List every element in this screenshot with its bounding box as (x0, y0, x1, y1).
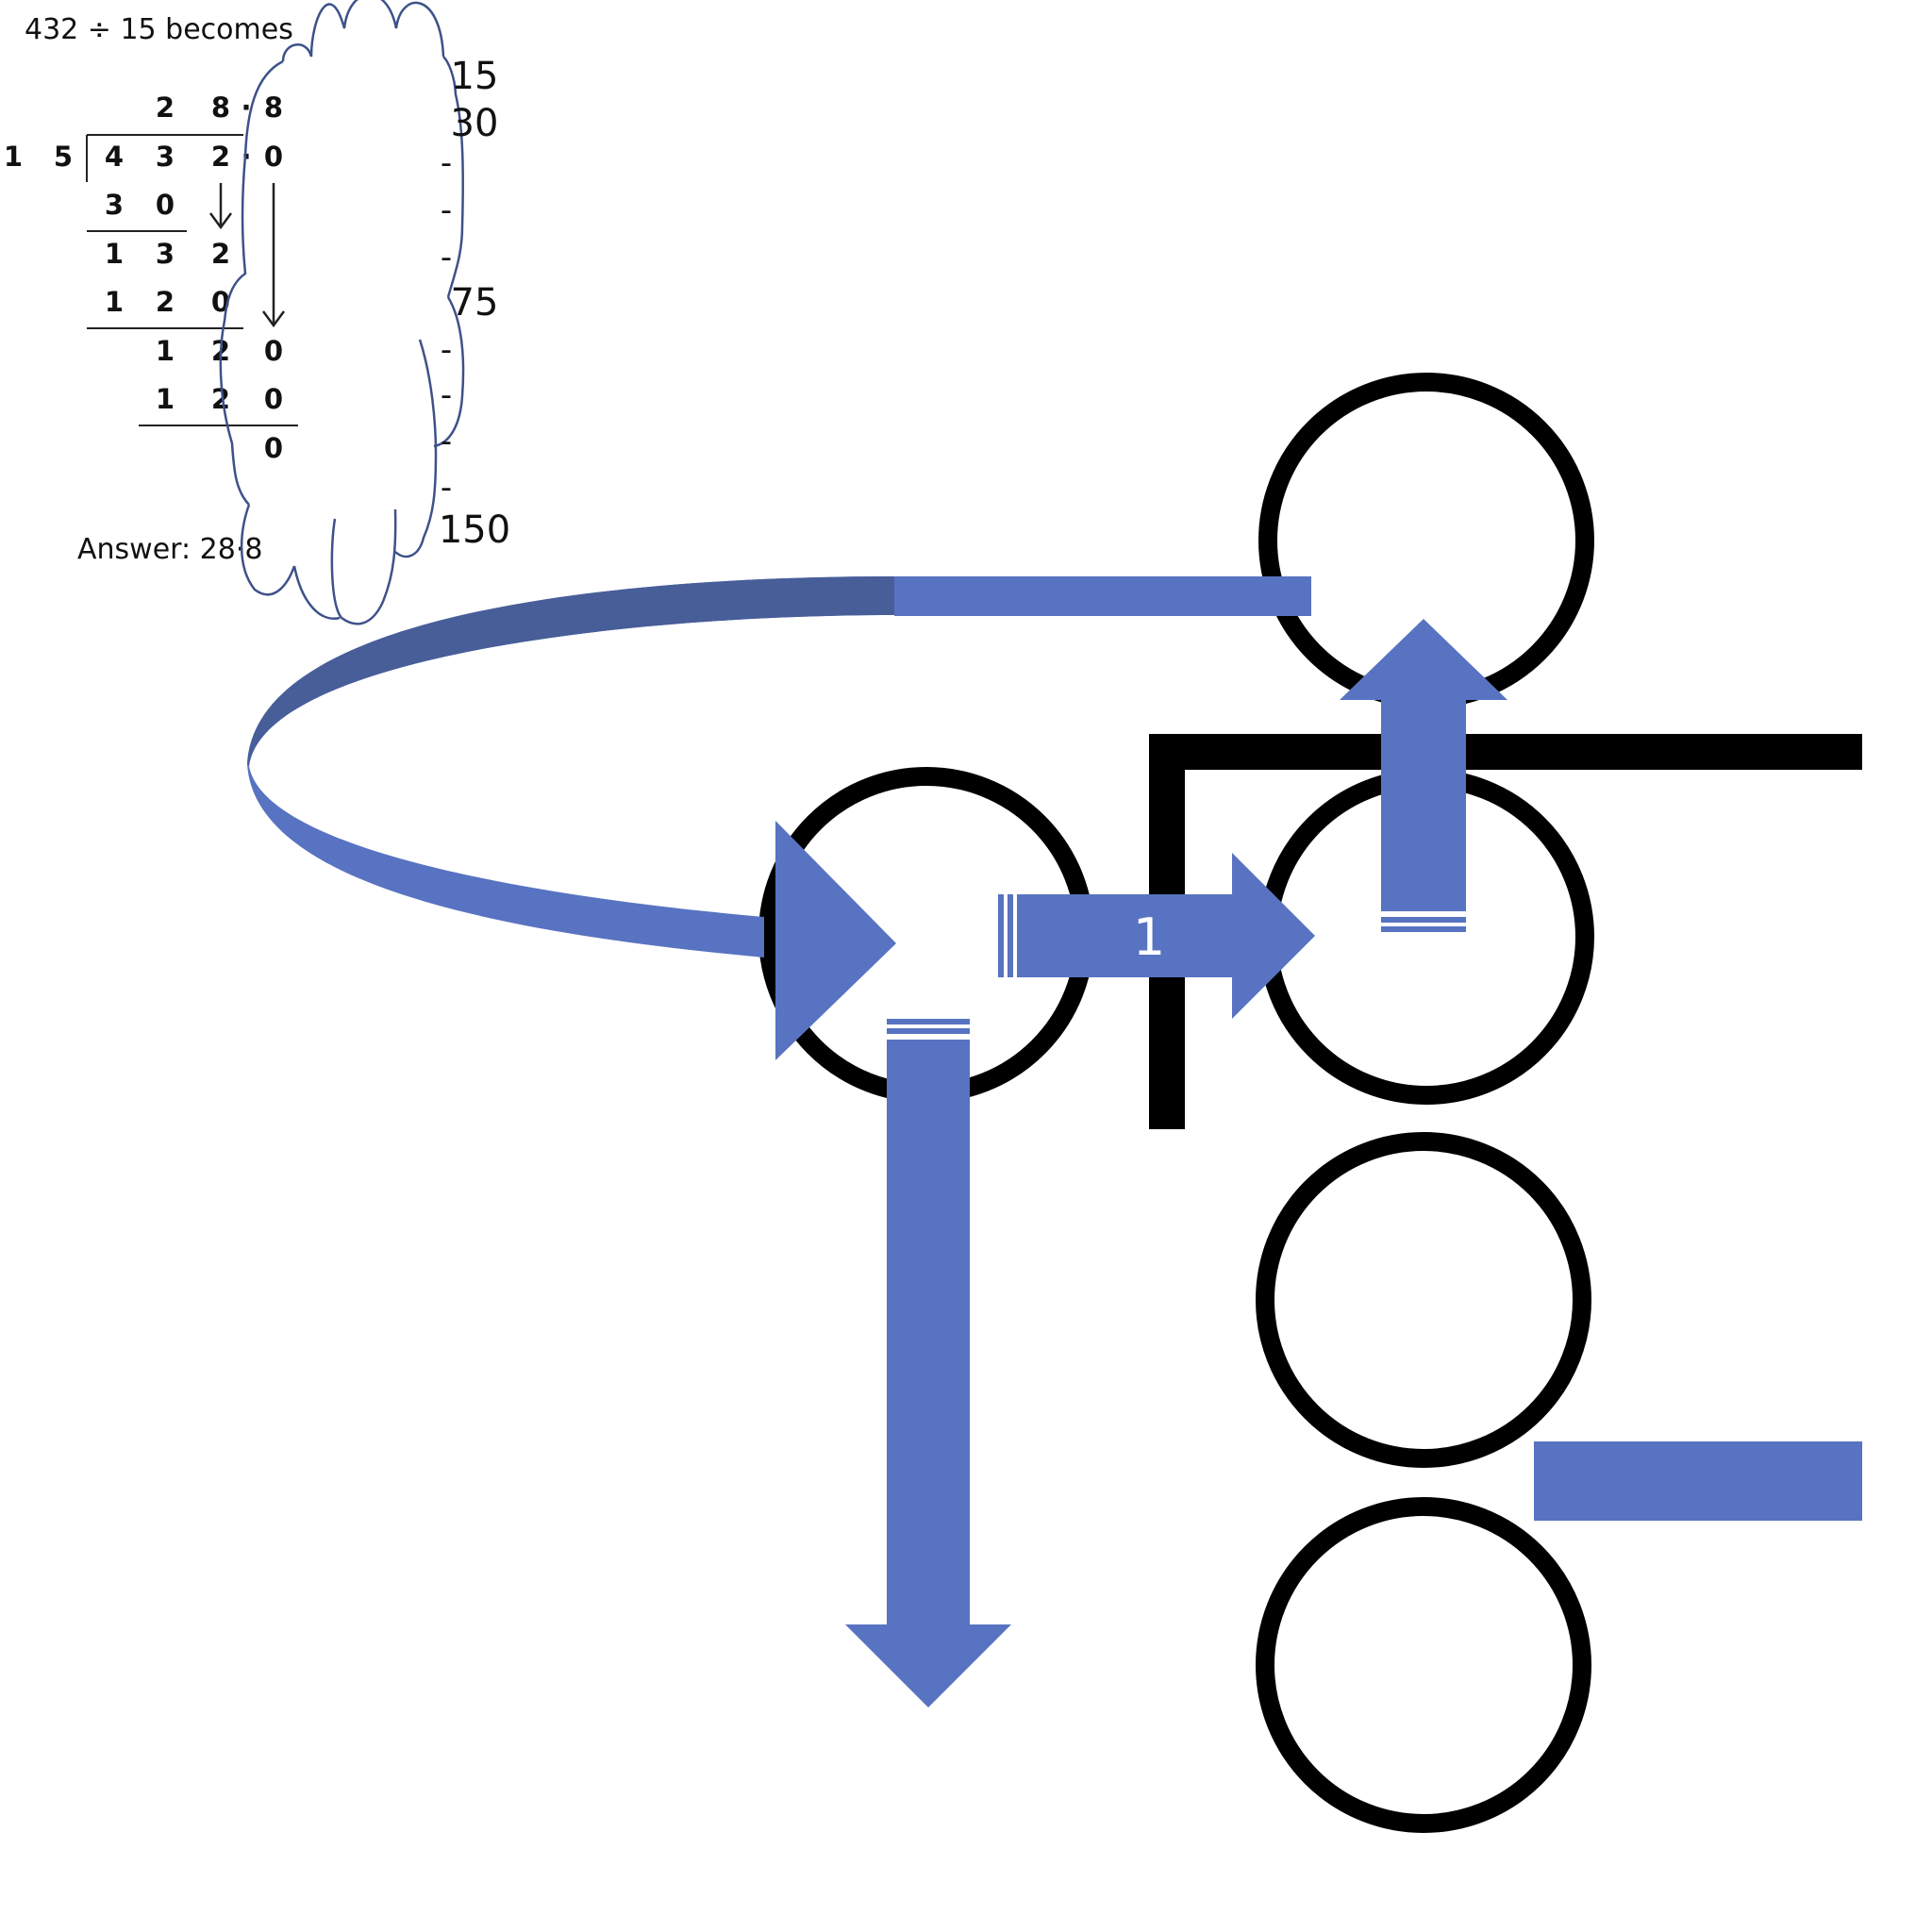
arrow-label: 1 (1133, 908, 1165, 967)
remainder-digit: 0 (264, 432, 283, 464)
multiple-75: 75 (451, 281, 499, 325)
quotient-point: · (241, 92, 251, 124)
answer-text: Answer: 28·8 (77, 533, 262, 566)
down-arrow (845, 1019, 1011, 1707)
quotient-digit: 8 (211, 92, 230, 124)
multiple-30: 30 (451, 102, 499, 145)
cloud-multiples: 15 30 - - - 75 - - - - 150 (439, 55, 510, 552)
problem-title: 432 ÷ 15 becomes (25, 13, 293, 46)
step-digit: 1 (156, 383, 175, 415)
division-frame-top (1149, 734, 1862, 770)
long-division: 2 8 · 8 1 5 4 3 2 · 0 3 0 1 3 2 1 2 (4, 92, 298, 464)
working-circle (1256, 1132, 1591, 1468)
multiple-dash: - (441, 239, 452, 276)
quotient-digit: 8 (264, 92, 283, 124)
multiple-15: 15 (451, 55, 499, 98)
loop-arrow-top-bar (894, 576, 1311, 616)
dividend-digit: 2 (211, 141, 230, 173)
step-digit: 0 (264, 335, 283, 367)
loop-arrowhead (775, 821, 896, 1060)
dividend-digit: 4 (105, 141, 124, 173)
divisor-digit: 1 (4, 141, 23, 173)
working-circle (1256, 1497, 1591, 1833)
loop-arrow-upper-shade (247, 576, 896, 766)
multiple-dash: - (441, 423, 452, 460)
step-digit: 1 (105, 286, 124, 318)
bring-down-arrow (208, 183, 233, 230)
dividend-digit: 3 (156, 141, 175, 173)
step-digit: 2 (211, 383, 230, 415)
quotient-digit: 2 (156, 92, 175, 124)
step-digit: 1 (156, 335, 175, 367)
multiple-dash: - (441, 469, 452, 507)
step-digit: 0 (156, 189, 175, 221)
up-arrow (1340, 619, 1507, 932)
step-digit: 2 (156, 286, 175, 318)
step-digit: 0 (264, 383, 283, 415)
multiple-dash: - (441, 331, 452, 369)
multiple-dash: - (441, 376, 452, 414)
loop-arrow-band (247, 576, 896, 958)
answer-bar (1534, 1441, 1862, 1521)
divisor-digit: 5 (54, 141, 73, 173)
thought-cloud (219, 0, 465, 625)
multiple-150: 150 (439, 508, 510, 552)
multiple-dash: - (441, 144, 452, 182)
right-arrow (998, 853, 1315, 1019)
step-digit: 3 (105, 189, 124, 221)
bring-down-arrow (261, 183, 286, 328)
step-digit: 3 (156, 238, 175, 270)
multiple-dash: - (441, 192, 452, 229)
step-digit: 2 (211, 238, 230, 270)
dividend-digit: 0 (264, 141, 283, 173)
step-digit: 1 (105, 238, 124, 270)
